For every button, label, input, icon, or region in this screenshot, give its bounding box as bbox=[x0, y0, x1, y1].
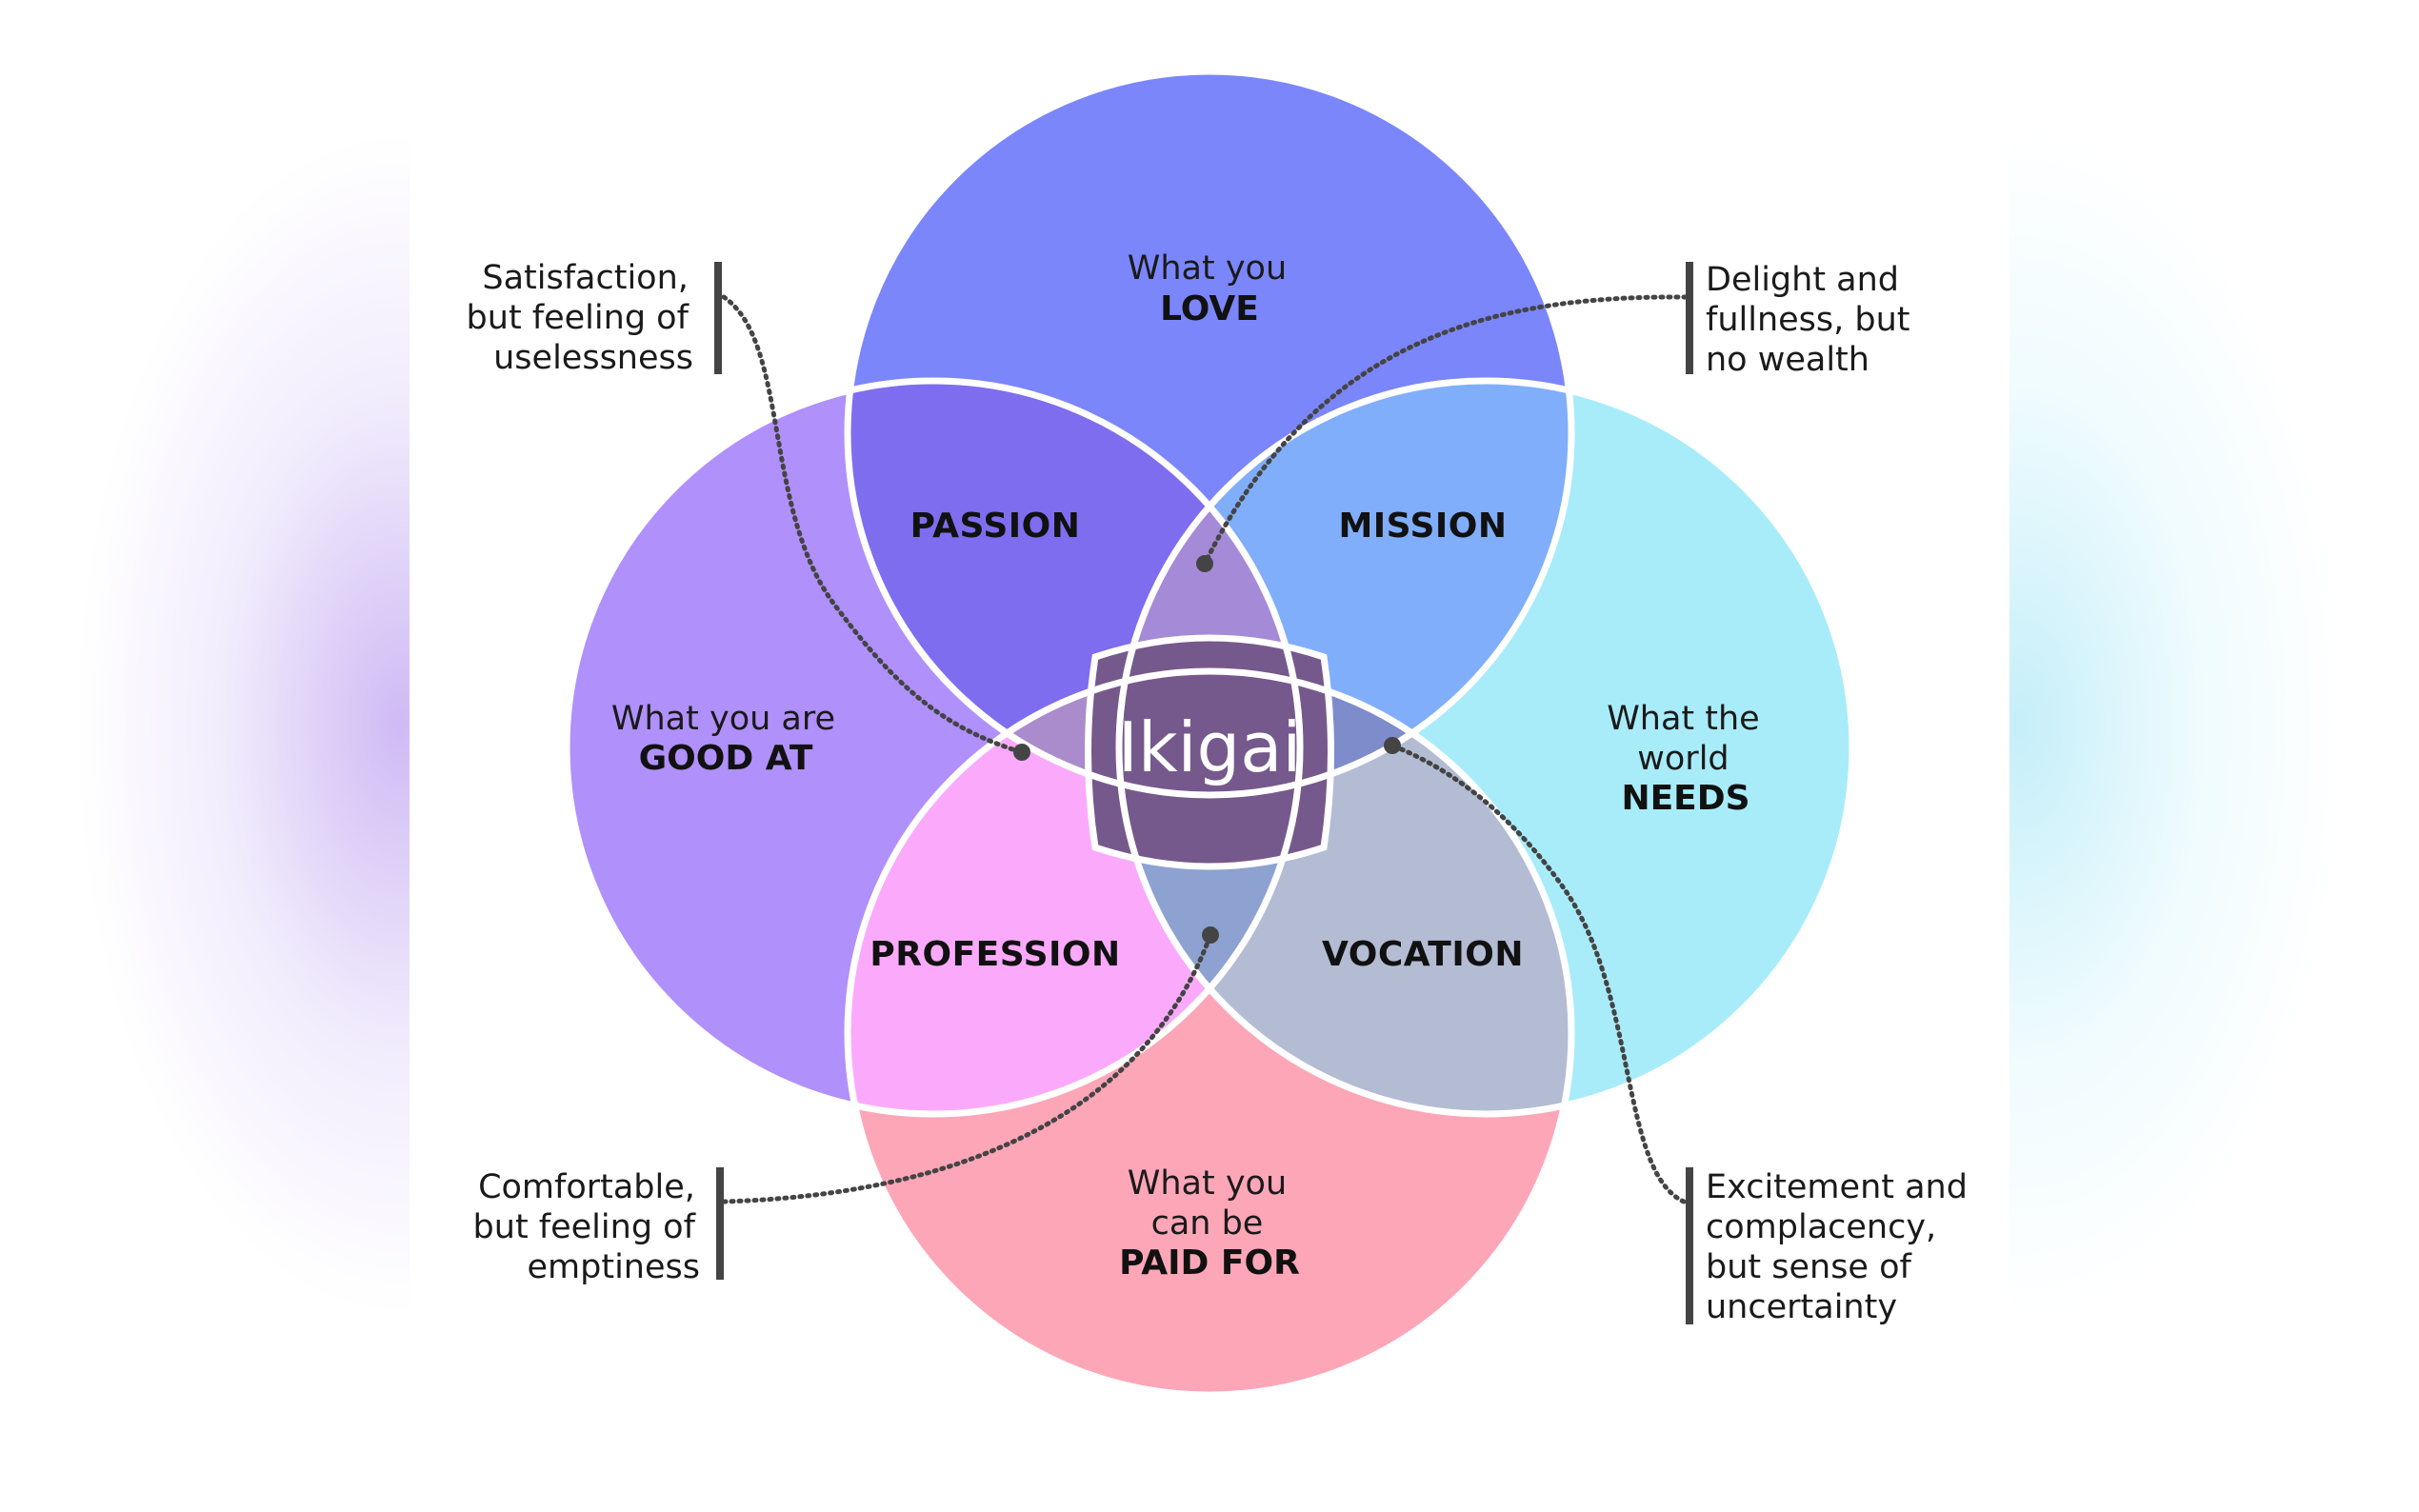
circle-outlines bbox=[563, 68, 1856, 1399]
note-brackets bbox=[714, 262, 1693, 1324]
connector-dot-passion bbox=[1013, 744, 1030, 761]
label-love: What you LOVE bbox=[1128, 249, 1292, 328]
bracket-bottom-left bbox=[716, 1167, 724, 1280]
note-top-right: Delight and fullness, but no wealth bbox=[1706, 261, 1915, 379]
connector-dot-vocation bbox=[1384, 737, 1401, 754]
connector-bottom-right bbox=[1389, 743, 1687, 1204]
left-background-glow bbox=[0, 0, 410, 1512]
label-profession: PROFESSION bbox=[870, 935, 1120, 974]
connector-top-left bbox=[721, 294, 1025, 755]
note-top-left: Satisfaction, but feeling of uselessness bbox=[467, 259, 693, 377]
note-bottom-left: Comfortable, but feeling of emptiness bbox=[473, 1168, 700, 1286]
connector-lines bbox=[721, 294, 1689, 1204]
label-mission: MISSION bbox=[1338, 507, 1507, 546]
connector-bottom-left bbox=[721, 932, 1213, 1204]
label-good-at: What you are GOOD AT bbox=[611, 700, 840, 778]
label-vocation: VOCATION bbox=[1322, 935, 1524, 974]
connector-dots bbox=[1013, 555, 1401, 944]
note-bottom-right: Excitement and complacency, but sense of… bbox=[1706, 1168, 1972, 1326]
label-ikigai: Ikigai bbox=[1118, 707, 1302, 787]
connector-dot-profession bbox=[1202, 926, 1219, 944]
bracket-top-left bbox=[714, 262, 722, 374]
right-background-glow bbox=[2009, 0, 2419, 1512]
bracket-bottom-right bbox=[1686, 1167, 1693, 1324]
label-passion: PASSION bbox=[910, 507, 1081, 546]
connector-dot-mission bbox=[1196, 555, 1213, 572]
bracket-top-right bbox=[1686, 262, 1693, 374]
label-paid-for: What you can be PAID FOR bbox=[1119, 1164, 1300, 1283]
zone-ikigai-center bbox=[1088, 638, 1331, 866]
connector-top-right bbox=[1202, 294, 1689, 567]
label-world-needs: What the world NEEDS bbox=[1607, 700, 1765, 818]
